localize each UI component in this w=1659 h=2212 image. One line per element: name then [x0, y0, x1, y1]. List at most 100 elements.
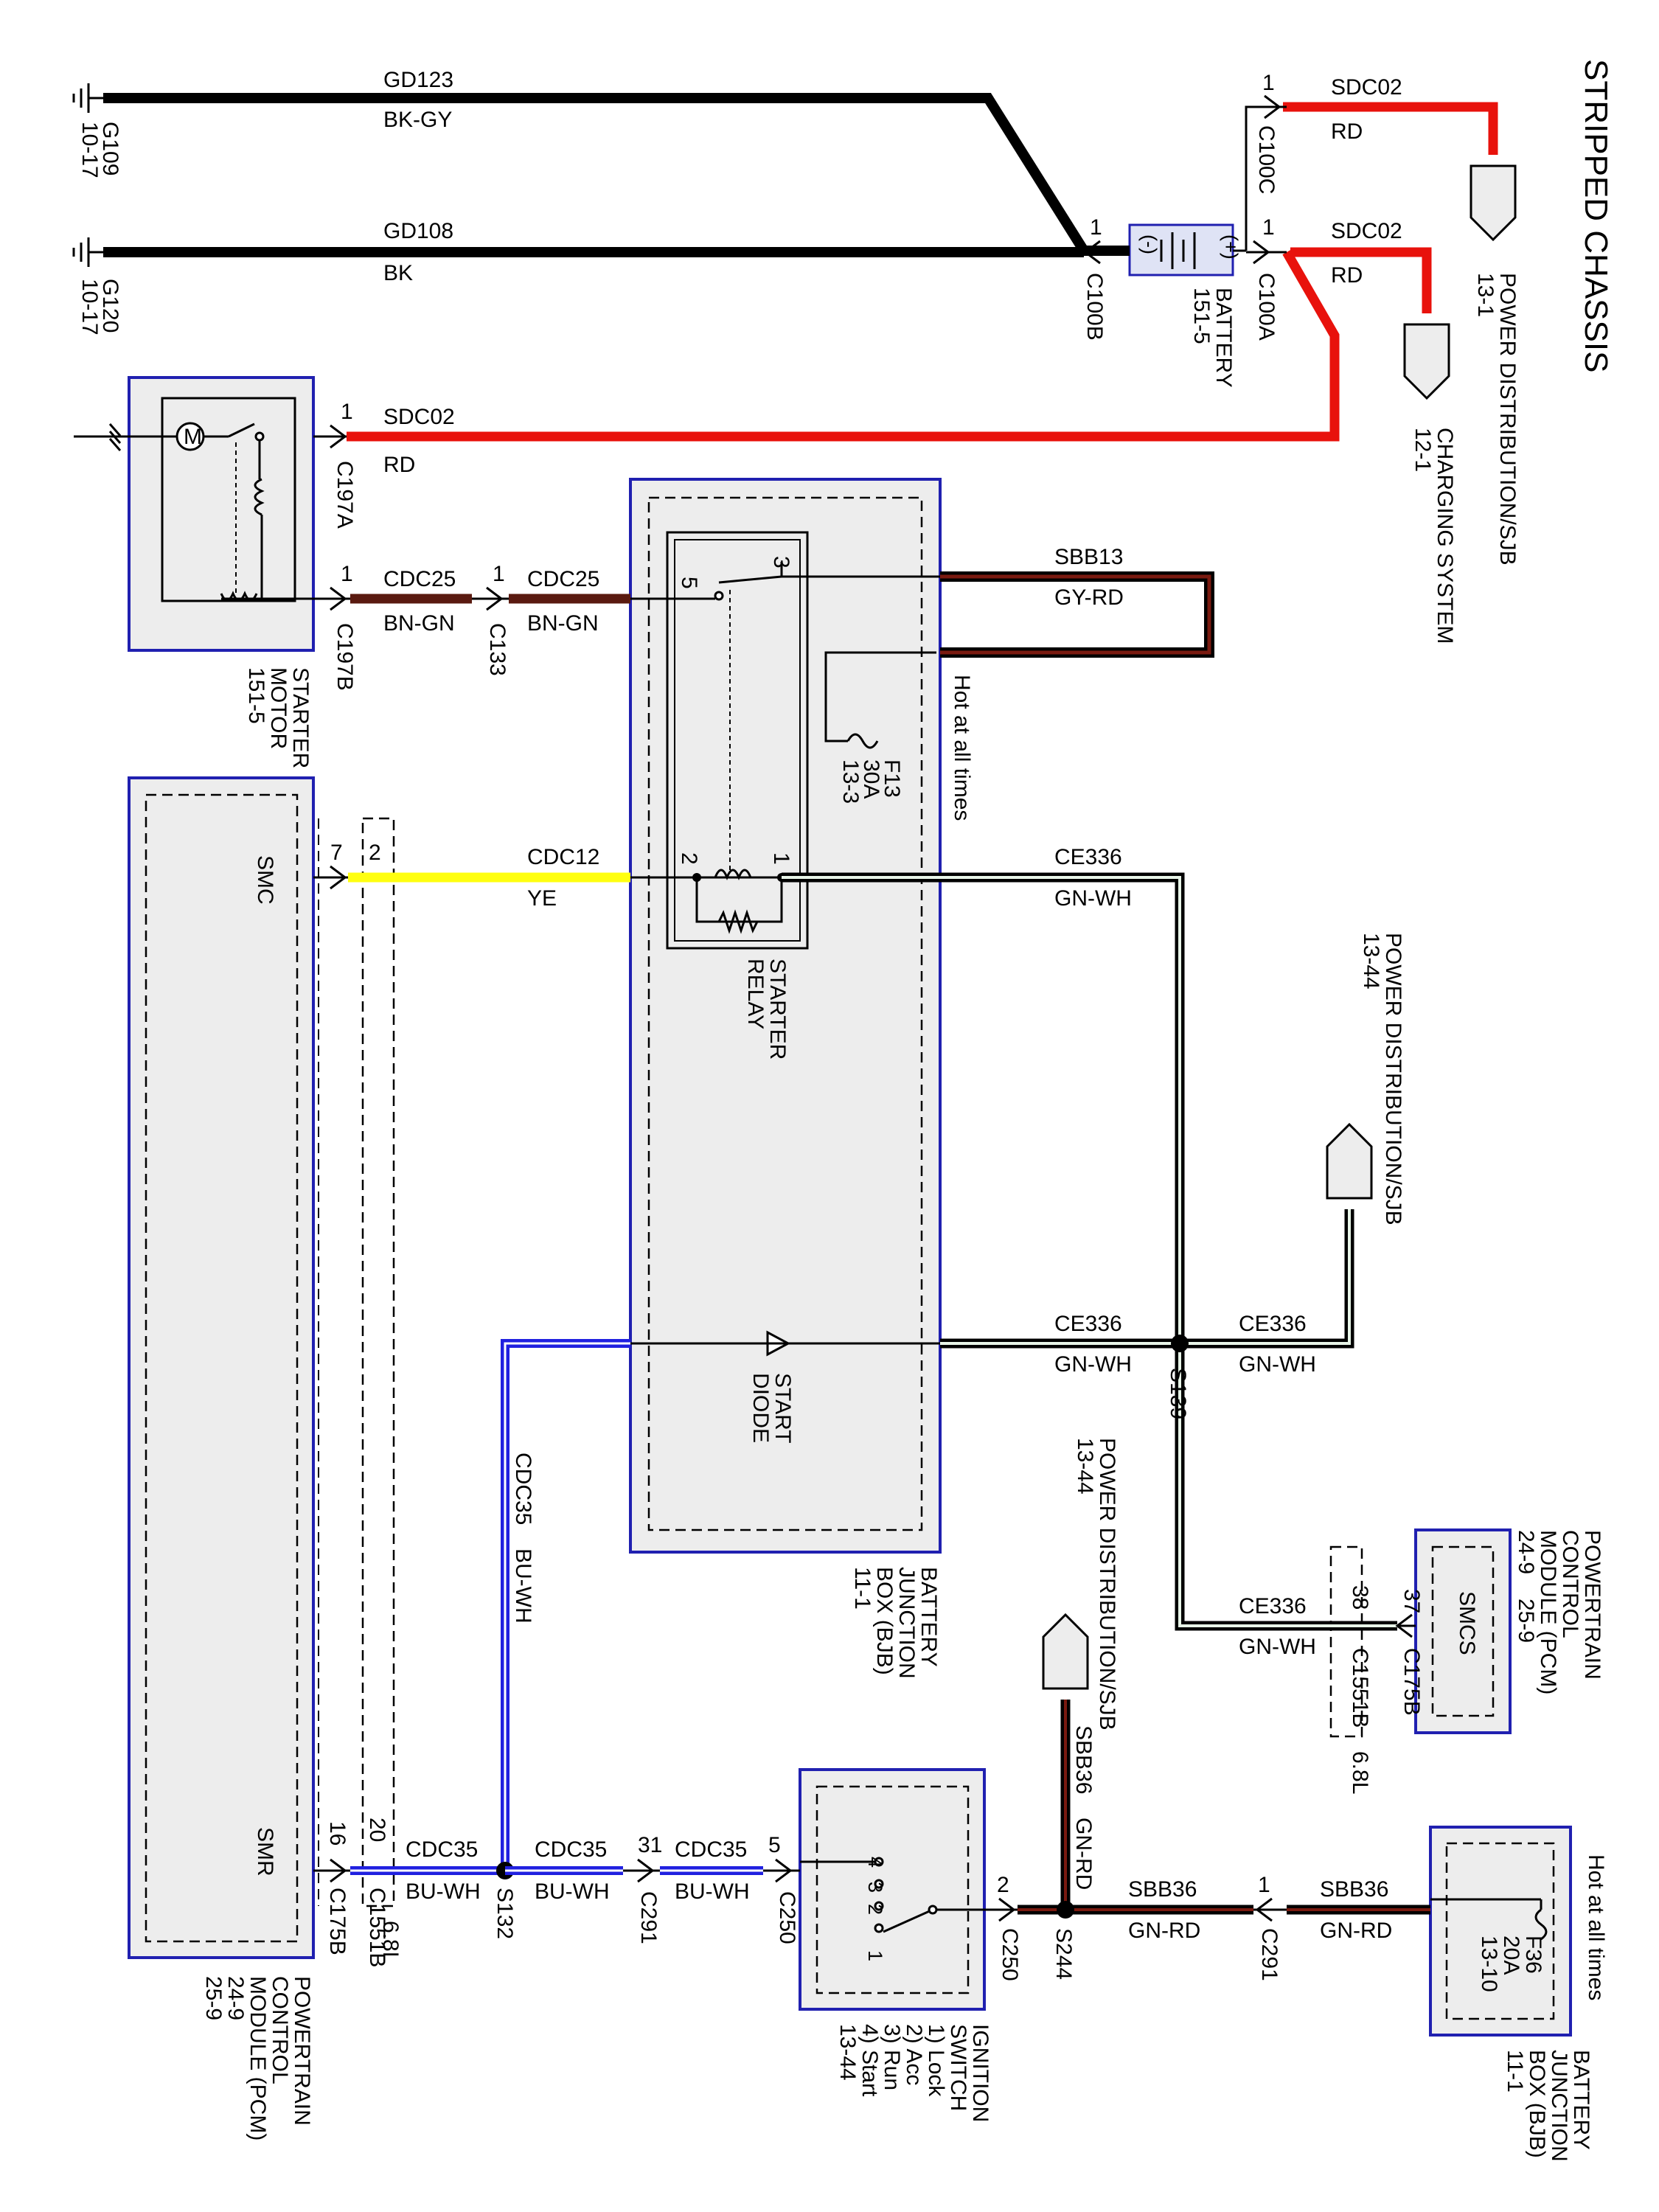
pcm-right-label-2: CONTROL — [1558, 1530, 1582, 1638]
charging-ref: 12-1 — [1411, 428, 1435, 472]
wire-sbb36-vert-color: GN-RD — [1071, 1818, 1096, 1890]
pcm-pin-smc: SMC — [253, 855, 277, 905]
pd-sjb-1-ref: 13-1 — [1473, 273, 1498, 317]
battery-plus: (+) — [1220, 234, 1242, 260]
pcm-right-ref-1: 24-9 — [1514, 1530, 1538, 1574]
wire-sdc02-pd: SDC02 RD — [1283, 75, 1498, 155]
fuse-f13-rating: 30A — [859, 759, 883, 799]
pcm-right-ref-2: 25-9 — [1514, 1599, 1538, 1643]
bjb-main-label-3: BOX (BJB) — [872, 1567, 897, 1675]
fuse-f13-ref: 13-3 — [838, 759, 863, 804]
charging-system: CHARGING SYSTEM 12-1 — [1403, 323, 1457, 644]
c1551b-bot-pin: 20 — [365, 1818, 389, 1842]
c250-a-name: C250 — [775, 1891, 799, 1944]
ign-pos-2: 2 — [864, 1904, 886, 1915]
connector-c133: 1 C133 — [472, 562, 509, 676]
connector-c291-b: 1 C291 — [1253, 1873, 1287, 1981]
hot-at-all-times-1: Hot at all times — [950, 675, 974, 821]
ign-start: 4) Start — [858, 2024, 882, 2097]
battery-junction-box-main: BATTERY JUNCTION BOX (BJB) 11-1 — [629, 478, 942, 1679]
ground-g109: G109 10-17 — [72, 83, 122, 178]
pd-sjb-1-name: POWER DISTRIBUTION/SJB — [1495, 273, 1520, 566]
ign-acc: 2) Acc — [902, 2024, 926, 2085]
wire-cdc35-b: CDC35 BU-WH — [505, 1837, 623, 1904]
connector-c197a: 1 C197A — [313, 400, 357, 529]
diode-label: START — [771, 1373, 795, 1444]
splice-s139: S139 — [1166, 1335, 1190, 1419]
battery-label: BATTERY — [1211, 288, 1236, 388]
bjb-main-ref: 11-1 — [850, 1567, 874, 1610]
bjb-f36-ref: 11-1 — [1503, 2050, 1527, 2093]
wire-ce336-relay-circuit: CE336 — [1054, 845, 1122, 869]
pd-sjb-2-name: POWER DISTRIBUTION/SJB — [1381, 933, 1405, 1225]
wire-sdc02-cs: SDC02 RD — [1290, 219, 1432, 313]
battery-minus: (-) — [1138, 234, 1161, 254]
c1551b-top-pin: 2 — [369, 841, 381, 865]
wire-ce336-pcm-circuit: CE336 — [1239, 1594, 1307, 1618]
wire-sbb36-b-color: GN-RD — [1320, 1919, 1392, 1943]
connector-c100a: 1 C100A — [1246, 215, 1287, 341]
wire-ce336-pcm: CE336 GN-WH — [1239, 1594, 1316, 1659]
wire-ce336-diode-circuit: CE336 — [1054, 1312, 1122, 1336]
c175b-bot-pin: 16 — [325, 1821, 349, 1846]
pd-sjb-3-ref: 13-44 — [1073, 1438, 1097, 1495]
wire-cdc25-a: CDC25 BN-GN — [350, 567, 472, 636]
wire-sdc02-cs-circuit: SDC02 — [1331, 219, 1402, 243]
wire-sdc02-pd-color: RD — [1331, 119, 1363, 144]
starter-motor-ref: 151-5 — [244, 667, 268, 724]
c291-b-pin: 1 — [1258, 1873, 1270, 1897]
battery-junction-box-f36: F36 20A 13-10 Hot at all times BATTERY J… — [1429, 1826, 1608, 2162]
splice-s139-label: S139 — [1166, 1368, 1190, 1419]
c175b-pcm-pin: 37 — [1399, 1589, 1424, 1613]
wire-sbb36-vert: SBB36 GN-RD — [1060, 1700, 1096, 1910]
ign-pos-3: 3 — [864, 1882, 886, 1893]
wire-cdc12-circuit: CDC12 — [527, 845, 599, 869]
c291-b-name: C291 — [1257, 1928, 1281, 1981]
wire-cdc35-c-color: BU-WH — [675, 1879, 750, 1904]
ign-lock: 1) Lock — [924, 2024, 948, 2097]
ground-g120-ref: 10-17 — [77, 279, 102, 335]
hot-at-all-times-2: Hot at all times — [1584, 1854, 1608, 2000]
pcm-left-label-3: MODULE (PCM) — [246, 1976, 270, 2140]
bjb-f36-label-2: JUNCTION — [1547, 2050, 1571, 2162]
wire-gd108-circuit: GD108 — [383, 219, 453, 243]
ground-g109-ref: 10-17 — [77, 122, 102, 178]
c197b-name: C197B — [333, 623, 357, 691]
pcm-left-label-2: CONTROL — [268, 1976, 292, 2084]
starter-motor: M STARTER MOTOR 151-5 — [74, 376, 315, 768]
wire-gd123-color: BK-GY — [383, 108, 452, 132]
c100c-name: C100C — [1254, 125, 1279, 194]
c197a-pin: 1 — [341, 400, 353, 424]
c175b-top-pin: 7 — [330, 841, 343, 865]
connector-c100b: 1 C100B — [1082, 215, 1107, 341]
wire-sbb13-circuit: SBB13 — [1054, 545, 1123, 569]
connector-strip-left: 6.8L — [318, 817, 403, 1964]
c250-b-pin: 2 — [997, 1873, 1009, 1897]
pcm-left: SMC SMR POWERTRAIN CONTROL MODULE (PCM) … — [128, 776, 315, 2140]
c291-a-name: C291 — [636, 1891, 661, 1944]
splice-s244: S244 — [1051, 1901, 1076, 1980]
wire-sdc02-pd-circuit: SDC02 — [1331, 75, 1402, 100]
wire-cdc35-vert: CDC35 BU-WH — [501, 1339, 630, 1871]
ign-ref: 13-44 — [835, 2024, 860, 2081]
relay-label: STARTER — [765, 959, 790, 1060]
c1551b-pcm-name: C1551B — [1348, 1648, 1372, 1728]
wire-cdc25-b-circuit: CDC25 — [527, 567, 599, 591]
wire-cdc25-b: CDC25 BN-GN — [509, 567, 715, 636]
c250-b-name: C250 — [998, 1928, 1022, 1981]
wire-cdc35-b-color: BU-WH — [535, 1879, 610, 1904]
connector-c197b: 1 C197B — [262, 562, 357, 691]
c175b-bot-name: C175B — [325, 1888, 349, 1955]
starter-motor-label-2: MOTOR — [266, 667, 291, 749]
battery-ref: 151-5 — [1189, 288, 1214, 344]
c291-a-pin: 31 — [638, 1833, 662, 1857]
connector-c291-a: 31 C291 — [623, 1833, 662, 1944]
wire-cdc25-a-circuit: CDC25 — [383, 567, 456, 591]
wire-sbb36-vert-circuit: SBB36 — [1071, 1725, 1096, 1794]
c197a-name: C197A — [333, 461, 357, 529]
ground-g109-id: G109 — [98, 122, 122, 175]
relay-pin-3: 3 — [769, 556, 793, 568]
wire-gd108-color: BK — [383, 261, 413, 285]
wire-ce336-relay: CE336 GN-WH — [782, 845, 1397, 1631]
wire-cdc12: CDC12 YE — [348, 845, 697, 911]
